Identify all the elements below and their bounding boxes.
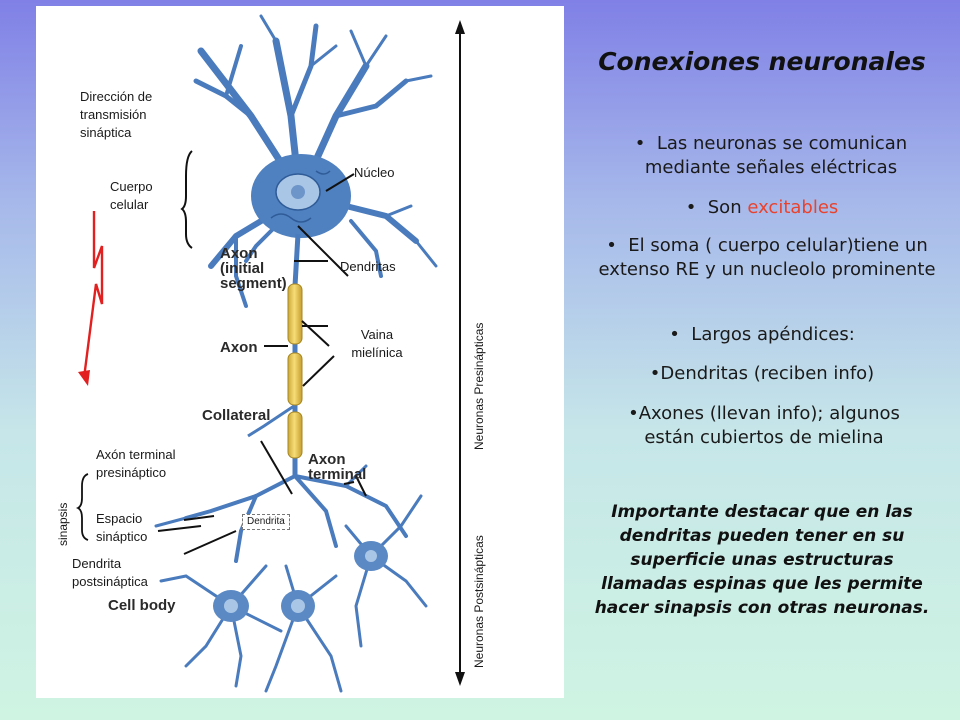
collateral-label: Collateral [202,407,271,424]
axon-label: Axon [220,339,258,356]
note-text: Importante destacar que en las dendritas… [594,502,930,618]
axon-terminal-en-label: Axon terminal [308,451,367,483]
myelin-segment [287,352,303,406]
direction-label: Dirección de transmisión sináptica [80,89,153,140]
bullet-item: • Son excitables [685,197,839,218]
neuron-range-arrow [455,20,465,686]
bullet-item: • Largos apéndices: [669,324,855,345]
synaptic-space-label: Espacio sináptico [96,511,148,544]
synapse-label: sinapsis [56,502,70,546]
bullet-item: •Axones (llevan info); algunos están cub… [628,403,900,448]
bullet-text: Las neuronas se comunican mediante señal… [644,133,908,178]
transmission-arrow [78,211,104,386]
cell-body-en-label: Cell body [108,597,176,614]
collateral-branch [247,404,295,438]
presynaptic-label: Neuronas Presinápticas [472,322,486,450]
bullet-item: • Las neuronas se comunican mediante señ… [634,133,908,178]
myelin-segment [287,283,303,345]
bullet-accent-text: excitables [747,197,839,218]
myelin-label: Vaina mielínica [351,327,403,360]
neuron-illustration [75,14,465,693]
postsynaptic-label: Neuronas Postsinápticas [472,535,486,668]
dendrites-label: Dendritas [340,259,396,274]
neuron-diagram: Dirección de transmisión sináptica Cuerp… [36,6,564,698]
dendrite-label: Dendrita [242,514,290,530]
axon-terminal-es-label: Axón terminal presináptico [96,447,176,480]
bullet-item: • El soma ( cuerpo celular)tiene un exte… [598,235,936,280]
myelin-segment [287,411,303,459]
bullet-text: Largos apéndices: [691,324,855,345]
bullet-text: Dendritas (reciben info) [660,363,875,384]
pointer-lines [157,173,367,555]
post-synaptic-neurons [159,494,428,693]
nucleolus [291,185,305,199]
bullet-text: Axones (llevan info); algunos están cubi… [638,403,900,448]
slide-title: Conexiones neuronales [598,47,926,76]
cell-body-label: Cuerpo celular [110,179,153,212]
nucleus-label: Núcleo [354,165,395,180]
bullet-item: •Dendritas (reciben info) [649,363,875,384]
synapse-bracket [75,473,89,541]
bullet-text: Son [707,197,748,218]
cell-body-bracket [180,150,193,249]
post-dendrite-label: Dendrita postsináptica [72,556,148,589]
bullet-text: El soma ( cuerpo celular)tiene un extens… [598,235,936,280]
axon-initial-label: Axon (initial segment) [220,245,287,292]
